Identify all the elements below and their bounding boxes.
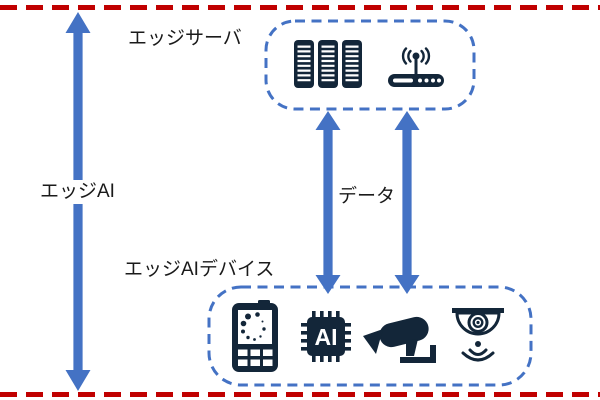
edge-server-group-box	[264, 19, 476, 111]
mobile-phone-icon	[231, 300, 279, 373]
edge-ai-device-group-box	[207, 285, 533, 387]
svg-text:AI: AI	[315, 324, 338, 350]
data-flow-arrow-left	[315, 111, 341, 294]
top-boundary-dashed-line	[0, 5, 600, 10]
edge-ai-device-label: エッジAIデバイス	[121, 258, 278, 282]
wireless-router-icon	[387, 47, 445, 89]
dome-camera-icon	[447, 304, 509, 372]
bottom-boundary-dashed-line	[0, 392, 600, 397]
data-flow-arrow-right	[394, 111, 420, 294]
server-rack-icon	[294, 40, 362, 88]
data-label: データ	[335, 185, 399, 209]
cctv-camera-icon	[362, 307, 437, 368]
edge-server-label: エッジサーバ	[125, 27, 245, 51]
edge-ai-label: エッジAI	[37, 180, 118, 204]
ai-chip-icon: AI	[301, 311, 351, 362]
